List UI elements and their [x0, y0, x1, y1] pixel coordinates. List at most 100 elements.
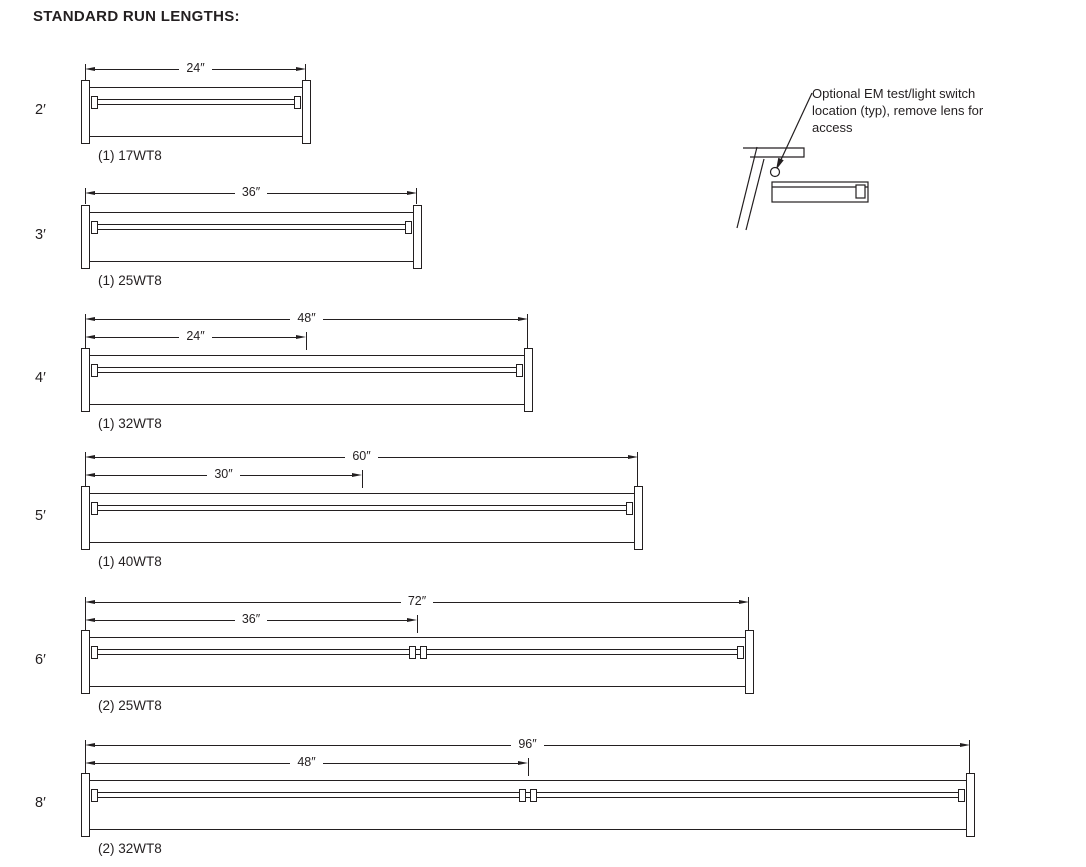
fixture-body — [86, 637, 749, 687]
dimension-line — [267, 192, 407, 194]
lamp-socket — [958, 789, 965, 802]
extension-line — [85, 597, 86, 633]
extension-line — [748, 597, 749, 633]
page-title: STANDARD RUN LENGTHS: — [33, 8, 240, 25]
dimension-partial: 48″ — [85, 755, 528, 770]
dimension-line — [95, 744, 512, 746]
lamp-tube — [91, 502, 633, 515]
dimension-total: 24″ — [85, 61, 306, 76]
dimension-line — [377, 456, 628, 458]
fixture-body — [86, 493, 638, 543]
arrowhead-left-icon — [85, 600, 95, 604]
extension-line — [85, 64, 86, 80]
dimension-value: 48″ — [297, 311, 316, 325]
fixture-caption: (1) 17WT8 — [98, 148, 162, 163]
extension-line — [306, 332, 307, 350]
run-length-label: 4′ — [35, 370, 46, 386]
dimension-group: 48″ 24″ — [85, 311, 528, 350]
end-bracket-left — [81, 486, 90, 550]
extension-line — [527, 314, 528, 350]
arrowhead-left-icon — [85, 191, 95, 195]
dimension-line — [433, 601, 739, 603]
dimension-group: 96″ 48″ — [85, 737, 970, 776]
extension-line — [528, 758, 529, 776]
dimension-total: 72″ — [85, 594, 749, 609]
arrowhead-left-icon — [85, 455, 95, 459]
dimension-value: 36″ — [241, 185, 261, 199]
extension-line — [85, 314, 86, 350]
lamp-tube — [91, 789, 965, 802]
fixture-drawing-3ft — [81, 205, 422, 269]
dimension-line — [95, 192, 235, 194]
end-bracket-right — [966, 773, 975, 837]
dimension-value: 30″ — [214, 467, 233, 481]
arrowhead-right-icon — [407, 618, 417, 622]
dimension-value: 60″ — [352, 449, 371, 463]
lamp-socket — [91, 364, 98, 377]
dimension-line — [267, 619, 407, 621]
dimension-line — [95, 318, 291, 320]
dimension-line — [95, 456, 346, 458]
run-length-label: 2′ — [35, 102, 46, 118]
dimension-group: 60″ 30″ — [85, 449, 638, 488]
section-top-flange — [743, 147, 805, 158]
fixture-caption: (2) 32WT8 — [98, 841, 162, 856]
extension-line — [417, 615, 418, 633]
arrowhead-left-icon — [85, 67, 95, 71]
dimension-partial: 30″ — [85, 467, 362, 482]
end-bracket-right — [634, 486, 643, 550]
end-bracket-left — [81, 348, 90, 412]
run-length-label: 8′ — [35, 795, 46, 811]
dimension-total: 60″ — [85, 449, 638, 464]
extension-line — [305, 64, 306, 80]
extension-line — [85, 188, 86, 204]
dimension-line — [322, 762, 518, 764]
dimension-value: 72″ — [407, 594, 427, 608]
em-switch-detail-drawing — [736, 92, 869, 231]
arrowhead-right-icon — [518, 761, 528, 765]
lamp-socket-middle — [419, 646, 427, 659]
fixture-drawing-4ft — [81, 348, 533, 412]
callout-text: Optional EM test/light switch location (… — [812, 86, 984, 135]
lamp-socket-middle — [519, 789, 526, 802]
lamp-socket — [91, 502, 98, 515]
end-bracket-right — [745, 630, 754, 694]
lamp-socket — [91, 646, 98, 659]
section-outer-diagonal — [736, 146, 758, 229]
dimension-value: 36″ — [241, 612, 261, 626]
dimension-line — [95, 762, 291, 764]
arrowhead-left-icon — [85, 317, 95, 321]
arrowhead-right-icon — [960, 743, 970, 747]
arrowhead-left-icon — [85, 473, 95, 477]
dimension-line — [95, 619, 235, 621]
extension-line — [85, 740, 86, 776]
arrowhead-left-icon — [85, 618, 95, 622]
extension-line — [85, 452, 86, 488]
dimension-group: 36″ — [85, 185, 417, 204]
fixture-caption: (2) 25WT8 — [98, 698, 162, 713]
arrowhead-left-icon — [85, 743, 95, 747]
arrowhead-right-icon — [352, 473, 362, 477]
arrowhead-right-icon — [628, 455, 638, 459]
section-end-detail — [855, 184, 866, 199]
arrowhead-right-icon — [296, 335, 306, 339]
dimension-line — [95, 336, 180, 338]
dimension-group: 72″ 36″ — [85, 594, 749, 633]
fixture-body — [86, 212, 417, 262]
dimension-value: 24″ — [186, 329, 205, 343]
dimension-value: 24″ — [186, 61, 205, 75]
dimension-total: 96″ — [85, 737, 970, 752]
end-bracket-left — [81, 773, 90, 837]
arrowhead-right-icon — [518, 317, 528, 321]
lamp-tube — [91, 221, 412, 234]
fixture-caption: (1) 32WT8 — [98, 416, 162, 431]
dimension-line — [543, 744, 960, 746]
lamp-tube — [91, 96, 301, 109]
leader-arrowhead-icon — [776, 157, 784, 170]
section-lens-channel — [771, 181, 869, 203]
arrowhead-left-icon — [85, 761, 95, 765]
fixture-drawing-5ft — [81, 486, 643, 550]
lamp-socket — [91, 221, 98, 234]
end-bracket-right — [302, 80, 311, 144]
